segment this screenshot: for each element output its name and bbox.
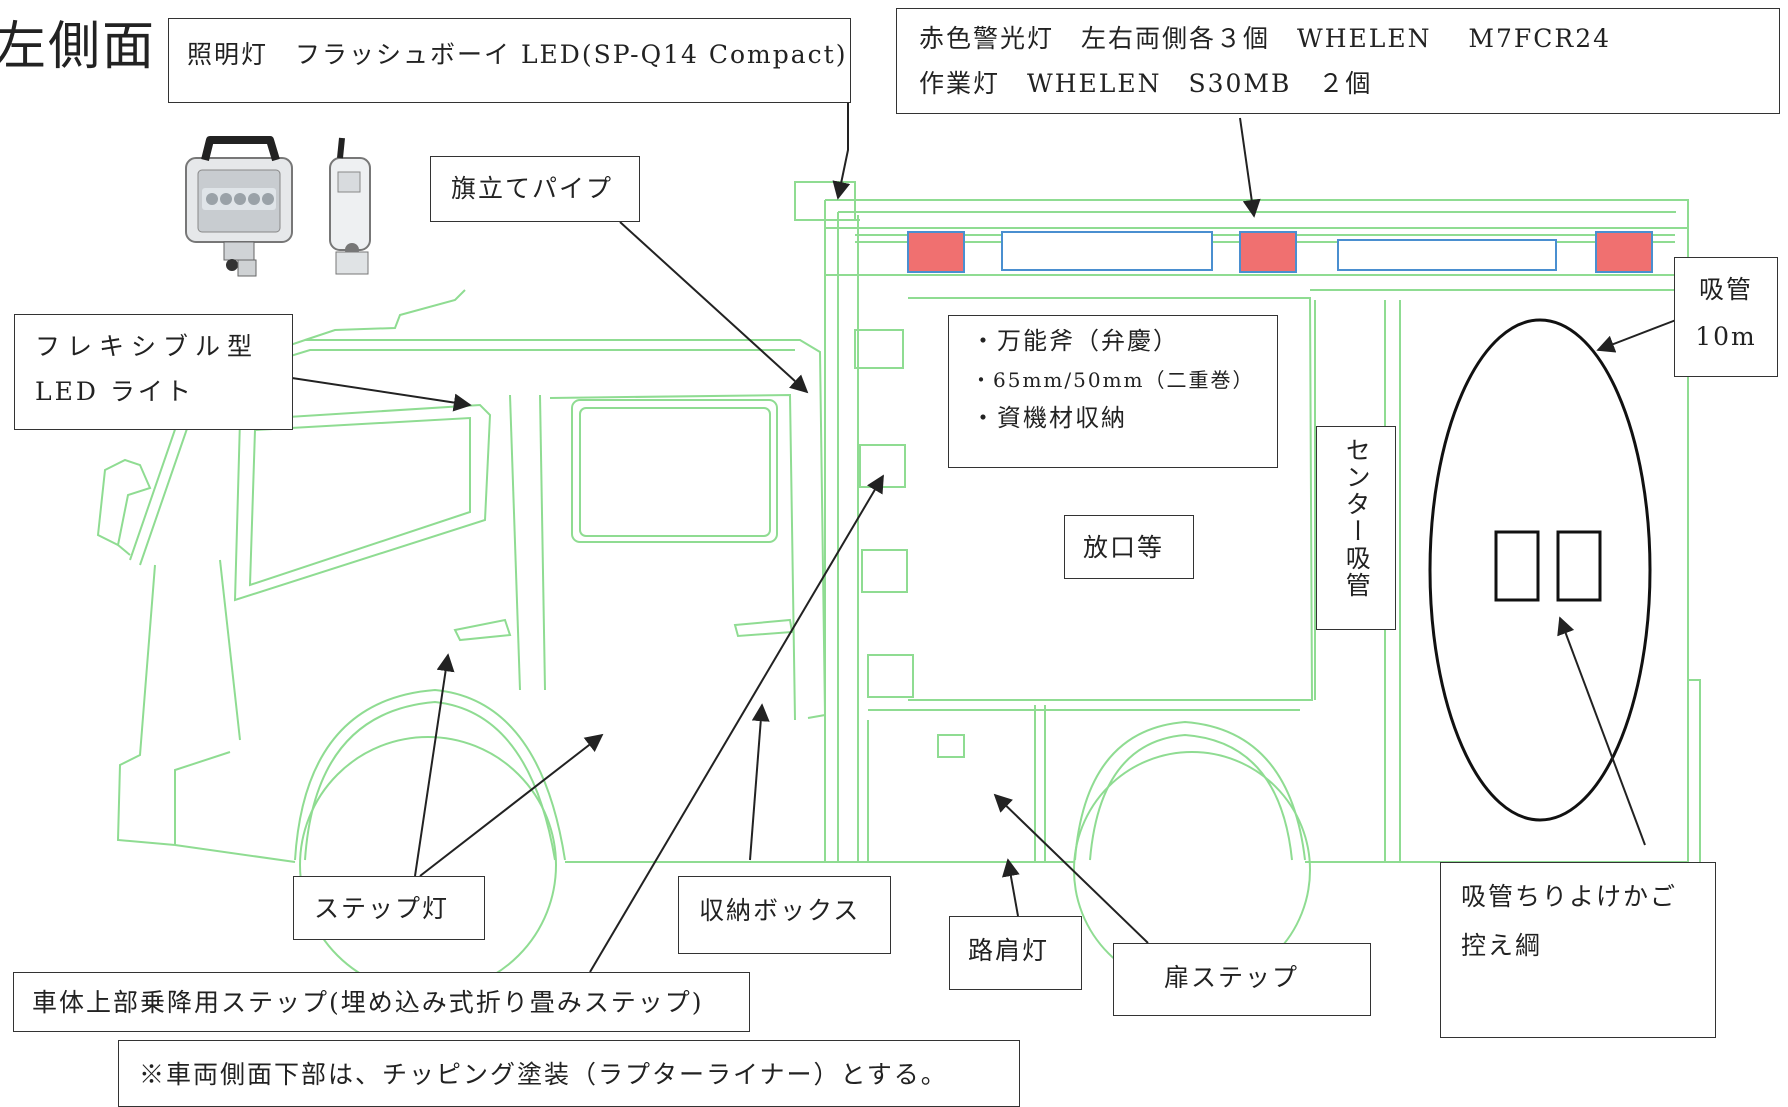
label-suction-basket: 吸管ちりよけかご 控え綱 (1440, 862, 1716, 1038)
arrow-curb (1001, 858, 1020, 917)
arrow-suction (1596, 319, 1677, 353)
label-outlet: 放口等 (1064, 515, 1194, 579)
floodlight-front-icon (185, 136, 293, 277)
warning-light (1239, 231, 1297, 273)
arrow-warning (1239, 117, 1261, 218)
arrow-flag-pipe (619, 221, 809, 394)
label-storage-box: 収納ボックス (678, 876, 891, 954)
warning-light (1595, 231, 1653, 273)
arrow-roof-step (589, 474, 884, 973)
floodlight-side-icon (329, 137, 371, 275)
arrow-flex-led (291, 377, 472, 412)
work-light (1337, 239, 1557, 271)
suction-hose (1428, 318, 1652, 822)
warning-light (907, 231, 965, 273)
label-flag-pipe: 旗立てパイプ (430, 156, 640, 222)
label-suction-hose: 吸管 10m (1674, 257, 1778, 377)
arrow-lighting (832, 85, 851, 200)
label-equipment: ・万能斧（弁慶） ・65mm/50mm（二重巻） ・資機材収納 (948, 315, 1278, 468)
label-note: ※車両側面下部は、チッピング塗装（ラプターライナー）とする。 (118, 1040, 1020, 1107)
arrow-storage (749, 703, 770, 861)
leader-arrows (291, 85, 1677, 973)
label-curb-light: 路肩灯 (949, 916, 1082, 990)
label-roof-step: 車体上部乗降用ステップ(埋め込み式折り畳みステップ) (13, 972, 750, 1032)
basket-box (1494, 530, 1540, 602)
floodlight-photo (185, 136, 371, 277)
label-flex-led: フレキシブル型 LED ライト (14, 314, 293, 430)
page-title: 左側面 (0, 17, 157, 77)
basket-box (1556, 530, 1602, 602)
label-lighting: 照明灯 フラッシュボーイ LED(SP-Q14 Compact) (168, 18, 851, 103)
label-center-suction: センター吸管 (1316, 426, 1396, 630)
warning-lights (907, 231, 1653, 273)
label-warning-lights: 赤色警光灯 左右両側各３個 WHELEN M7FCR24 作業灯 WHELEN … (896, 8, 1780, 114)
arrow-step-light-1 (414, 653, 455, 877)
arrow-door-step (993, 793, 1149, 944)
label-step-light: ステップ灯 (293, 876, 485, 940)
label-door-step: 扉ステップ (1113, 943, 1371, 1016)
work-light (1001, 231, 1213, 271)
arrow-step-light-2 (419, 733, 604, 877)
arrow-basket (1557, 616, 1646, 846)
